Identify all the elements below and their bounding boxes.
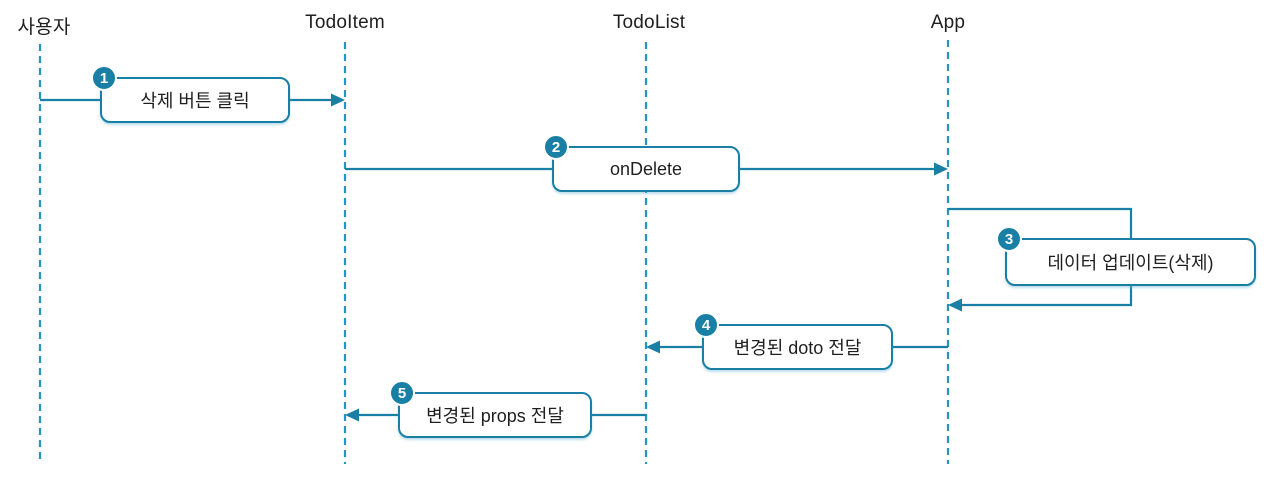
message-box-1: 1 삭제 버튼 클릭 [91,65,290,123]
message-box-2: 2 onDelete [543,134,740,192]
actor-label-todoitem: TodoItem [305,12,385,33]
message-label-4: 변경된 doto 전달 [733,338,862,358]
actor-label-app: App [930,12,966,33]
message-box-5: 5 변경된 props 전달 [389,380,592,438]
message-label-1: 삭제 버튼 클릭 [140,91,250,111]
message-label-2: onDelete [609,158,683,179]
message-label-3: 데이터 업데이트(삭제) [1047,253,1214,273]
arrowhead-left-3 [948,298,962,312]
arrowhead-right-2 [934,162,948,176]
arrowhead-right-1 [331,93,345,107]
actor-label-user: 사용자 [17,17,71,38]
message-box-3: 3 데이터 업데이트(삭제) [996,226,1256,286]
actor-label-todolist: TodoList [612,12,686,33]
message-box-4: 4 변경된 doto 전달 [693,312,893,370]
step-badge-4: 4 [693,312,719,338]
arrowhead-left-4 [646,340,660,354]
step-badge-5: 5 [389,380,415,406]
step-badge-3: 3 [996,226,1022,252]
step-badge-2: 2 [543,134,569,160]
message-label-5: 변경된 props 전달 [426,406,564,426]
step-badge-1: 1 [91,65,117,91]
arrowhead-left-5 [345,408,359,422]
